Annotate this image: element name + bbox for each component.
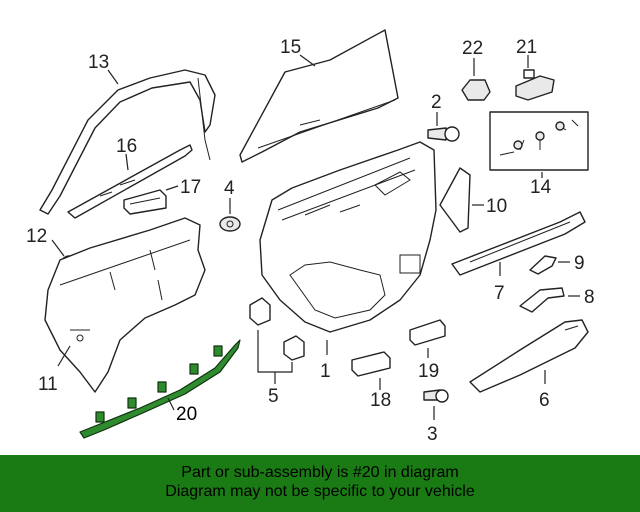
callout-20: 20 — [167, 397, 197, 425]
callout-3: 3 — [427, 406, 438, 445]
part-2-screw — [427, 126, 460, 142]
callout-19: 19 — [418, 348, 439, 382]
callout-7: 7 — [494, 262, 505, 304]
info-banner: Part or sub-assembly is #20 in diagram D… — [0, 455, 640, 512]
svg-text:5: 5 — [268, 386, 279, 407]
svg-text:1: 1 — [320, 361, 331, 382]
svg-text:6: 6 — [539, 390, 550, 411]
part-14-fastener-kit — [489, 111, 589, 171]
svg-text:21: 21 — [516, 37, 537, 58]
callout-15: 15 — [280, 37, 316, 67]
svg-text:20: 20 — [176, 404, 197, 425]
callout-14: 14 — [530, 172, 552, 198]
part-22-sensor — [461, 79, 491, 101]
banner-line-2: Diagram may not be specific to your vehi… — [165, 483, 475, 500]
svg-text:8: 8 — [584, 287, 595, 308]
part-6-pull-handle — [469, 319, 589, 393]
svg-text:15: 15 — [280, 37, 301, 58]
part-1-door-trim-panel — [259, 141, 437, 333]
part-5-clips — [249, 297, 305, 373]
callout-22: 22 — [462, 38, 483, 76]
part-8-handle — [519, 287, 565, 313]
part-20-wiring-harness[interactable] — [79, 339, 241, 439]
part-11-insulator — [44, 217, 206, 393]
svg-text:17: 17 — [180, 177, 201, 198]
callout-1: 1 — [320, 340, 331, 382]
callout-4: 4 — [224, 178, 235, 214]
svg-text:4: 4 — [224, 178, 235, 199]
svg-text:9: 9 — [574, 253, 585, 274]
callout-9: 9 — [558, 253, 585, 274]
part-10-corner-trim — [439, 167, 471, 233]
callout-11: 11 — [38, 345, 71, 395]
part-9-trim — [529, 255, 557, 275]
callout-2: 2 — [431, 92, 442, 126]
svg-text:16: 16 — [116, 136, 137, 157]
part-15-window-shade — [239, 29, 399, 163]
callout-5: 5 — [268, 372, 279, 407]
part-13-window-run — [39, 69, 216, 215]
parts-diagram: 13 16 17 15 12 11 — [26, 29, 595, 445]
svg-text:14: 14 — [530, 177, 552, 198]
callout-16: 16 — [116, 136, 137, 171]
svg-text:7: 7 — [494, 283, 505, 304]
callout-12: 12 — [26, 226, 65, 257]
part-18-bracket — [351, 351, 391, 377]
svg-text:3: 3 — [427, 424, 438, 445]
svg-text:22: 22 — [462, 38, 483, 59]
callout-18: 18 — [370, 378, 391, 411]
svg-text:10: 10 — [486, 196, 507, 217]
svg-text:2: 2 — [431, 92, 442, 113]
svg-text:11: 11 — [38, 374, 58, 395]
part-3-screw — [423, 389, 449, 403]
svg-text:13: 13 — [88, 52, 109, 73]
callout-10: 10 — [472, 196, 507, 217]
part-7-armrest-strip — [451, 211, 586, 276]
callout-8: 8 — [568, 287, 595, 308]
part-21-connector — [515, 69, 555, 101]
svg-text:12: 12 — [26, 226, 47, 247]
svg-text:19: 19 — [418, 361, 439, 382]
banner-line-1: Part or sub-assembly is #20 in diagram — [181, 464, 459, 481]
part-19-bracket — [409, 319, 446, 346]
callout-21: 21 — [516, 37, 537, 68]
svg-text:18: 18 — [370, 390, 391, 411]
callout-13: 13 — [88, 52, 119, 85]
part-17-clip — [123, 189, 167, 215]
callout-6: 6 — [539, 370, 550, 411]
part-16-belt-molding — [67, 144, 193, 219]
part-4-clip — [219, 216, 241, 232]
callout-17: 17 — [165, 177, 201, 198]
